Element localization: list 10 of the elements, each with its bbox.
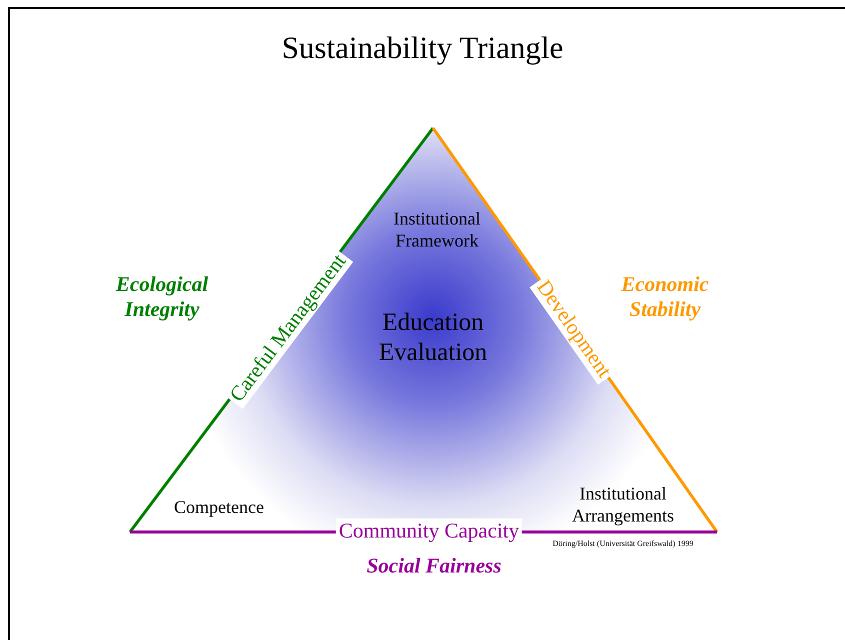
source-note: Döring/Holst (Universität Greifswald) 1999 — [552, 539, 694, 549]
area-label: Institutional Framework — [392, 208, 482, 252]
dimension-label: Economic Stability — [620, 272, 710, 322]
area-label: Institutional Arrangements — [571, 483, 675, 527]
dimension-label: Ecological Integrity — [114, 272, 210, 322]
dimension-label: Social Fairness — [366, 553, 502, 579]
center-label: Education Evaluation — [378, 308, 488, 368]
side-label: Community Capacity — [336, 518, 522, 544]
title: Sustainability Triangle — [280, 30, 564, 66]
area-label: Competence — [174, 497, 264, 519]
